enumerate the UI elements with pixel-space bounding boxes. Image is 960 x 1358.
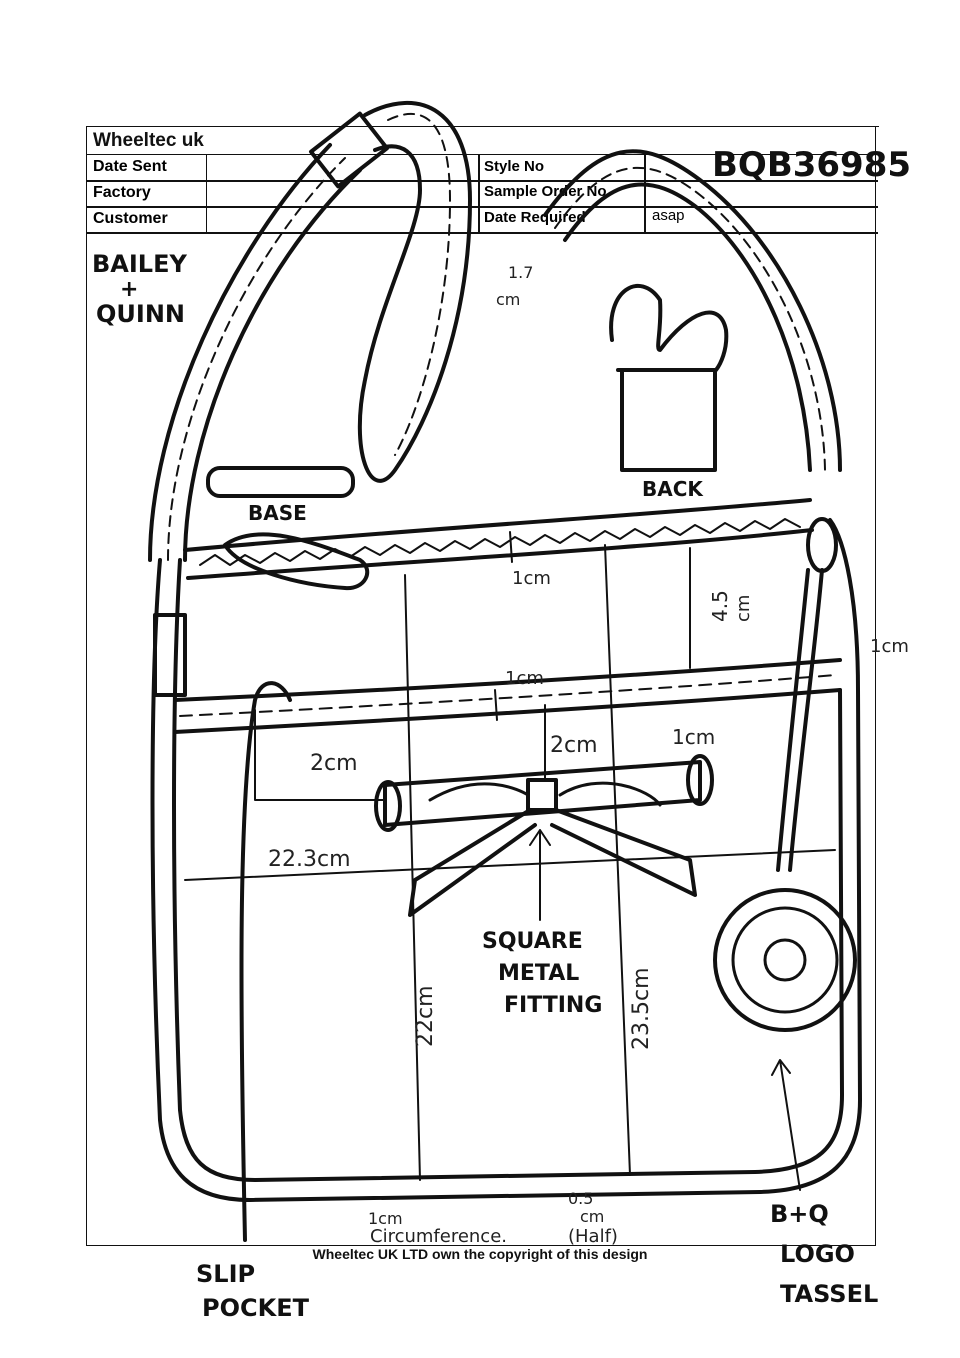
strap-right-outer — [543, 149, 842, 472]
customer-label: Customer — [93, 210, 168, 227]
brand-line-3: QUINN — [96, 300, 185, 328]
header-table: Wheeltec uk — [86, 126, 879, 155]
bow-tail-right — [550, 808, 697, 897]
dim-band — [494, 689, 498, 721]
side-tab — [153, 613, 187, 697]
strap-loop-outer — [357, 100, 472, 483]
copyright-footer: Wheeltec UK LTD own the copyright of thi… — [312, 1246, 648, 1262]
bow-drop-label: 2cm — [550, 733, 598, 758]
panel-height-value: 4.5 — [708, 590, 732, 622]
circumference-label: Circumference. — [370, 1226, 507, 1247]
bag-body-inner — [172, 558, 844, 1182]
fitting-line-1: SQUARE — [482, 929, 583, 954]
fitting-line-2: METAL — [498, 961, 579, 986]
side-gap-label: 1cm — [870, 636, 909, 657]
factory-label: Factory — [93, 184, 151, 201]
height-left-label: 22cm — [413, 985, 438, 1047]
date-required-value: asap — [652, 207, 685, 224]
square-metal-fitting — [526, 778, 558, 812]
band-width-label: 1cm — [505, 668, 544, 689]
back-inset — [609, 283, 729, 472]
style-number: BQB36985 — [712, 145, 911, 185]
bottom-trim-unit: cm — [580, 1207, 604, 1226]
bag-body-outer — [150, 518, 862, 1202]
pocket-offset-label: 2cm — [310, 751, 358, 776]
base-inset — [206, 466, 355, 498]
bow-tail-left — [408, 808, 537, 917]
slip-pocket-line — [239, 681, 292, 1242]
panel-height-unit: cm — [733, 595, 754, 622]
company-name: Wheeltec uk — [86, 126, 879, 155]
bottom-trim-value: 0.5 — [568, 1189, 593, 1208]
dim-zip-gap — [509, 531, 513, 563]
style-no-label: Style No — [484, 158, 545, 175]
date-sent-label: Date Sent — [93, 158, 167, 175]
middle-band-bottom — [173, 688, 842, 734]
dim-fitting-arrow — [529, 829, 551, 921]
strap-left-outer — [148, 143, 332, 562]
zip-gap-label: 1cm — [512, 568, 551, 589]
fitting-line-3: FITTING — [504, 993, 602, 1018]
base-label: BASE — [248, 501, 307, 525]
tassel-line-3: TASSEL — [780, 1280, 878, 1308]
middle-band-top — [173, 658, 842, 702]
bottom-gap-label: 1cm — [368, 1209, 403, 1228]
bow-band — [383, 760, 702, 827]
dim-width — [184, 849, 836, 881]
tab-width-label: 1cm — [672, 725, 715, 749]
strap-left-inner — [183, 168, 362, 562]
logo-tassel — [713, 888, 857, 1032]
header-grid: Date Sent Factory Customer Style No Samp… — [86, 154, 878, 234]
width-label: 22.3cm — [268, 847, 351, 872]
strap-width-unit: cm — [496, 290, 520, 309]
zip-pull — [223, 532, 370, 591]
tassel-cord — [788, 568, 824, 872]
tassel-line-1: B+Q — [770, 1200, 829, 1228]
slip-pocket-line-1: SLIP — [196, 1260, 255, 1288]
sample-order-no-label: Sample Order No — [484, 183, 607, 200]
dim-tassel-arrow — [771, 1059, 801, 1191]
height-right-label: 23.5cm — [629, 967, 654, 1050]
bottom-trim-note: (Half) — [568, 1226, 618, 1247]
zip-band-bottom — [186, 528, 814, 580]
dim-height-left — [404, 574, 421, 1181]
buckle — [309, 111, 389, 189]
brand-line-1: BAILEY — [92, 250, 187, 278]
zip-band-top — [183, 498, 812, 552]
strap-right-inner — [563, 182, 812, 472]
strap-width-value: 1.7 — [508, 263, 533, 282]
brand-line-2: + — [120, 277, 138, 302]
dim-pocket-offset — [254, 709, 386, 801]
slip-pocket-line-2: POCKET — [202, 1294, 310, 1322]
tassel-line-2: LOGO — [780, 1240, 855, 1268]
d-ring — [806, 517, 838, 573]
back-label: BACK — [642, 477, 704, 501]
